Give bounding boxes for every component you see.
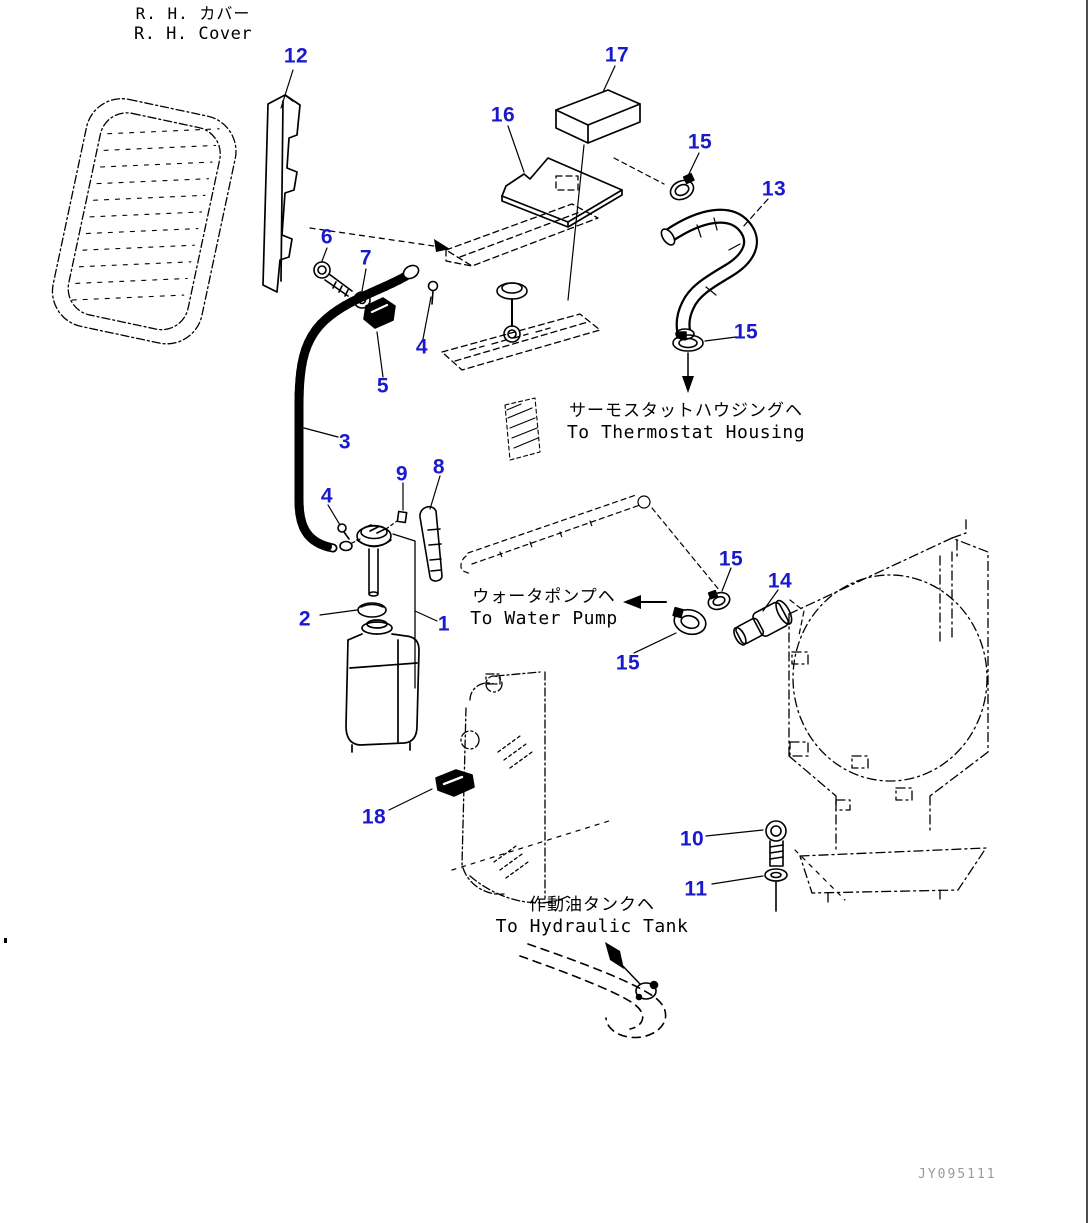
- part-6-bolt: [313, 247, 353, 297]
- pipe-bracket-phantom: [460, 494, 721, 592]
- thermostat-plug: [496, 282, 528, 343]
- part-label-17[interactable]: 17: [604, 43, 630, 67]
- part-18-clamp: [388, 769, 475, 811]
- part-4-screw-lower: [327, 504, 350, 540]
- cover-leader-arrow: [434, 239, 450, 252]
- hydraulic-hose-phantom: [519, 943, 667, 1039]
- part-label-13[interactable]: 13: [761, 177, 787, 201]
- part-label-15[interactable]: 15: [733, 320, 759, 344]
- part-label-4[interactable]: 4: [320, 484, 334, 508]
- water-pump-arrow: [623, 595, 667, 609]
- part-1-reservoir-tank: [345, 533, 438, 753]
- caption-water-pump-jp: ウォータポンプヘ: [472, 587, 616, 607]
- part-label-4[interactable]: 4: [415, 335, 429, 359]
- part-5-clamp: [363, 297, 396, 378]
- dashed-connectors: [451, 819, 846, 901]
- part-label-9[interactable]: 9: [395, 462, 409, 486]
- caption-hydraulic-tank: 作動油タンクヘ To Hydraulic Tank: [496, 894, 689, 938]
- caption-hydraulic-tank-jp: 作動油タンクヘ: [528, 895, 655, 915]
- part-10-bolt: [705, 820, 787, 867]
- part-12-seal: [262, 69, 301, 293]
- part-label-15[interactable]: 15: [718, 547, 744, 571]
- part-9-fitting: [385, 482, 408, 530]
- part-16-plate: [501, 125, 623, 228]
- sheet-edge-tick: [4, 938, 7, 943]
- caption-thermostat-en: To Thermostat Housing: [566, 422, 806, 443]
- header-caption: R. H. カバー R. H. Cover: [134, 3, 252, 45]
- part-label-8[interactable]: 8: [432, 455, 446, 479]
- clamp-15-b: [672, 331, 737, 352]
- header-caption-jp: R. H. カバー: [135, 4, 251, 23]
- rh-cover-phantom: [51, 98, 435, 345]
- part-label-1[interactable]: 1: [437, 612, 451, 636]
- part-label-5[interactable]: 5: [376, 374, 390, 398]
- clamp-15-d: [707, 567, 732, 611]
- caption-water-pump-en: To Water Pump: [470, 608, 618, 629]
- part-14-hose-stub: [733, 589, 805, 646]
- caption-thermostat-housing: サーモスタットハウジングヘ To Thermostat Housing: [567, 400, 805, 444]
- reservoir-cap: [356, 524, 392, 597]
- part-label-18[interactable]: 18: [361, 805, 387, 829]
- part-label-15[interactable]: 15: [687, 130, 713, 154]
- thermostat-arrow: [682, 352, 694, 393]
- radiator-frame-phantom: [788, 515, 989, 907]
- part-17-box: [555, 65, 641, 301]
- caption-water-pump: ウォータポンプヘ To Water Pump: [470, 586, 617, 630]
- clamp-15-c: [633, 606, 707, 654]
- part-label-16[interactable]: 16: [490, 103, 516, 127]
- radiator-core-phantom: [460, 671, 569, 904]
- hydraulic-hose-clamp: [635, 980, 659, 1001]
- header-caption-en: R. H. Cover: [133, 24, 253, 44]
- caption-thermostat-jp: サーモスタットハウジングヘ: [568, 401, 803, 421]
- part-label-11[interactable]: 11: [684, 877, 708, 901]
- part-label-2[interactable]: 2: [298, 607, 312, 631]
- part-11-washer: [711, 868, 788, 912]
- part-label-14[interactable]: 14: [767, 569, 793, 593]
- part-label-3[interactable]: 3: [338, 430, 352, 454]
- part-label-10[interactable]: 10: [679, 827, 705, 851]
- part-3-hose: [294, 264, 420, 553]
- part-label-7[interactable]: 7: [359, 246, 373, 270]
- part-label-6[interactable]: 6: [320, 225, 334, 249]
- part-4-screw-upper: [422, 280, 439, 340]
- hydraulic-tank-arrow: [605, 942, 641, 985]
- caption-hydraulic-tank-en: To Hydraulic Tank: [495, 916, 689, 937]
- sheet-code: JY095111: [918, 1167, 997, 1182]
- part-label-12[interactable]: 12: [283, 44, 309, 68]
- thermostat-housing-phantom: [441, 175, 601, 371]
- part-13-hose: [660, 198, 769, 341]
- part-label-15[interactable]: 15: [615, 651, 641, 675]
- clamp-15-a: [613, 152, 700, 201]
- part-8-tube: [419, 475, 443, 582]
- hatched-bracket: [504, 397, 541, 461]
- part-2-cap: [319, 602, 387, 618]
